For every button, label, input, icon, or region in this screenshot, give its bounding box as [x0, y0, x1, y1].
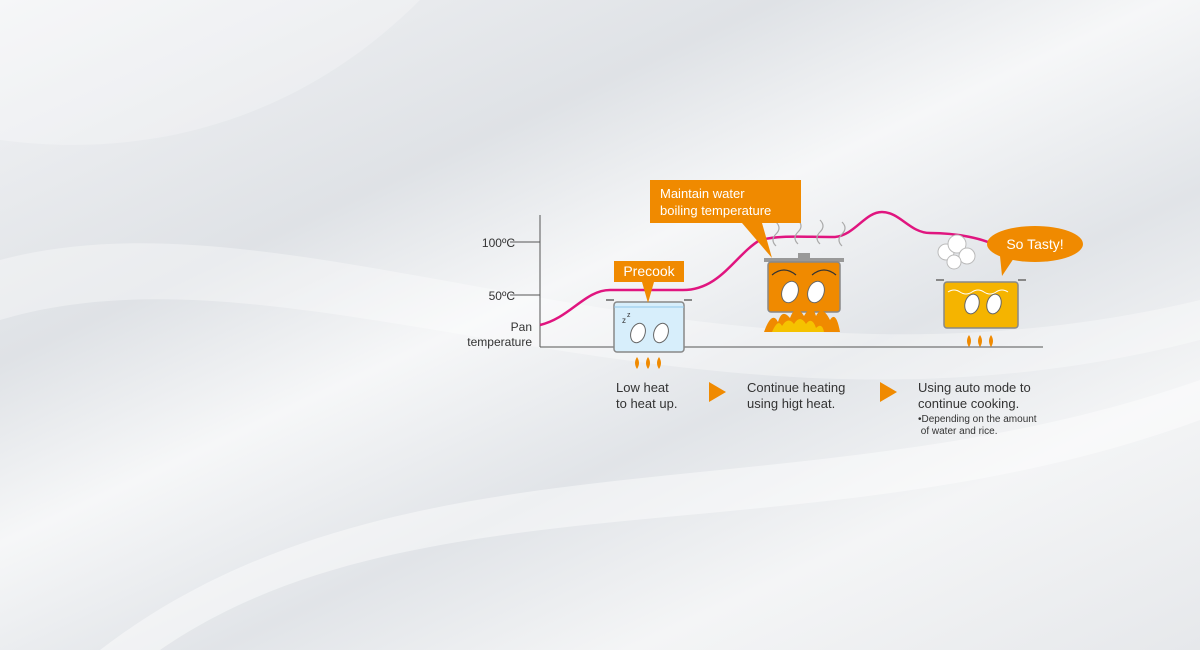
- step-1-line1: Low heat: [616, 380, 669, 395]
- svg-text:z: z: [622, 316, 626, 325]
- step-2-line2: using higt heat.: [747, 396, 836, 411]
- maintain-label-line2: boiling temperature: [660, 203, 771, 218]
- maintain-callout: Maintain water boiling temperature: [650, 180, 801, 258]
- step-3-line1: Using auto mode to: [918, 380, 1031, 395]
- tasty-callout: So Tasty!: [987, 226, 1083, 276]
- note-line2: of water and rice.: [918, 426, 998, 437]
- step-3-text: Using auto mode to continue cooking.: [918, 380, 1031, 412]
- small-flame-icon-1: [635, 357, 661, 369]
- step-1-text: Low heat to heat up.: [616, 380, 677, 412]
- pot-cooked: [936, 279, 1026, 329]
- step-2-line1: Continue heating: [747, 380, 846, 395]
- tick-label-100: 100ºC: [481, 236, 515, 250]
- svg-text:z: z: [627, 312, 631, 319]
- tasty-label: So Tasty!: [1006, 236, 1063, 252]
- precook-label: Precook: [623, 263, 675, 279]
- step-3-line2: continue cooking.: [918, 396, 1020, 411]
- precook-callout: Precook: [614, 261, 684, 303]
- step-2-text: Continue heating using higt heat.: [747, 380, 845, 412]
- big-flame-icon: [764, 309, 840, 332]
- y-axis-label-line2: temperature: [467, 335, 532, 349]
- step-arrow-icon-2: [880, 382, 897, 402]
- y-axis-label-line1: Pan: [510, 320, 532, 334]
- note-line1: •Depending on the amount: [918, 414, 1037, 425]
- maintain-label-line1: Maintain water: [660, 186, 745, 201]
- pot-cold: z z: [606, 299, 692, 353]
- tick-label-50: 50ºC: [488, 289, 515, 303]
- small-flame-icon-3: [967, 335, 993, 347]
- steam-cloud-icon: [937, 234, 976, 270]
- step-arrow-icon-1: [709, 382, 726, 402]
- pot-boiling: [764, 219, 846, 313]
- step-1-line2: to heat up.: [616, 396, 678, 411]
- step-3-note: •Depending on the amount of water and ri…: [918, 414, 1037, 438]
